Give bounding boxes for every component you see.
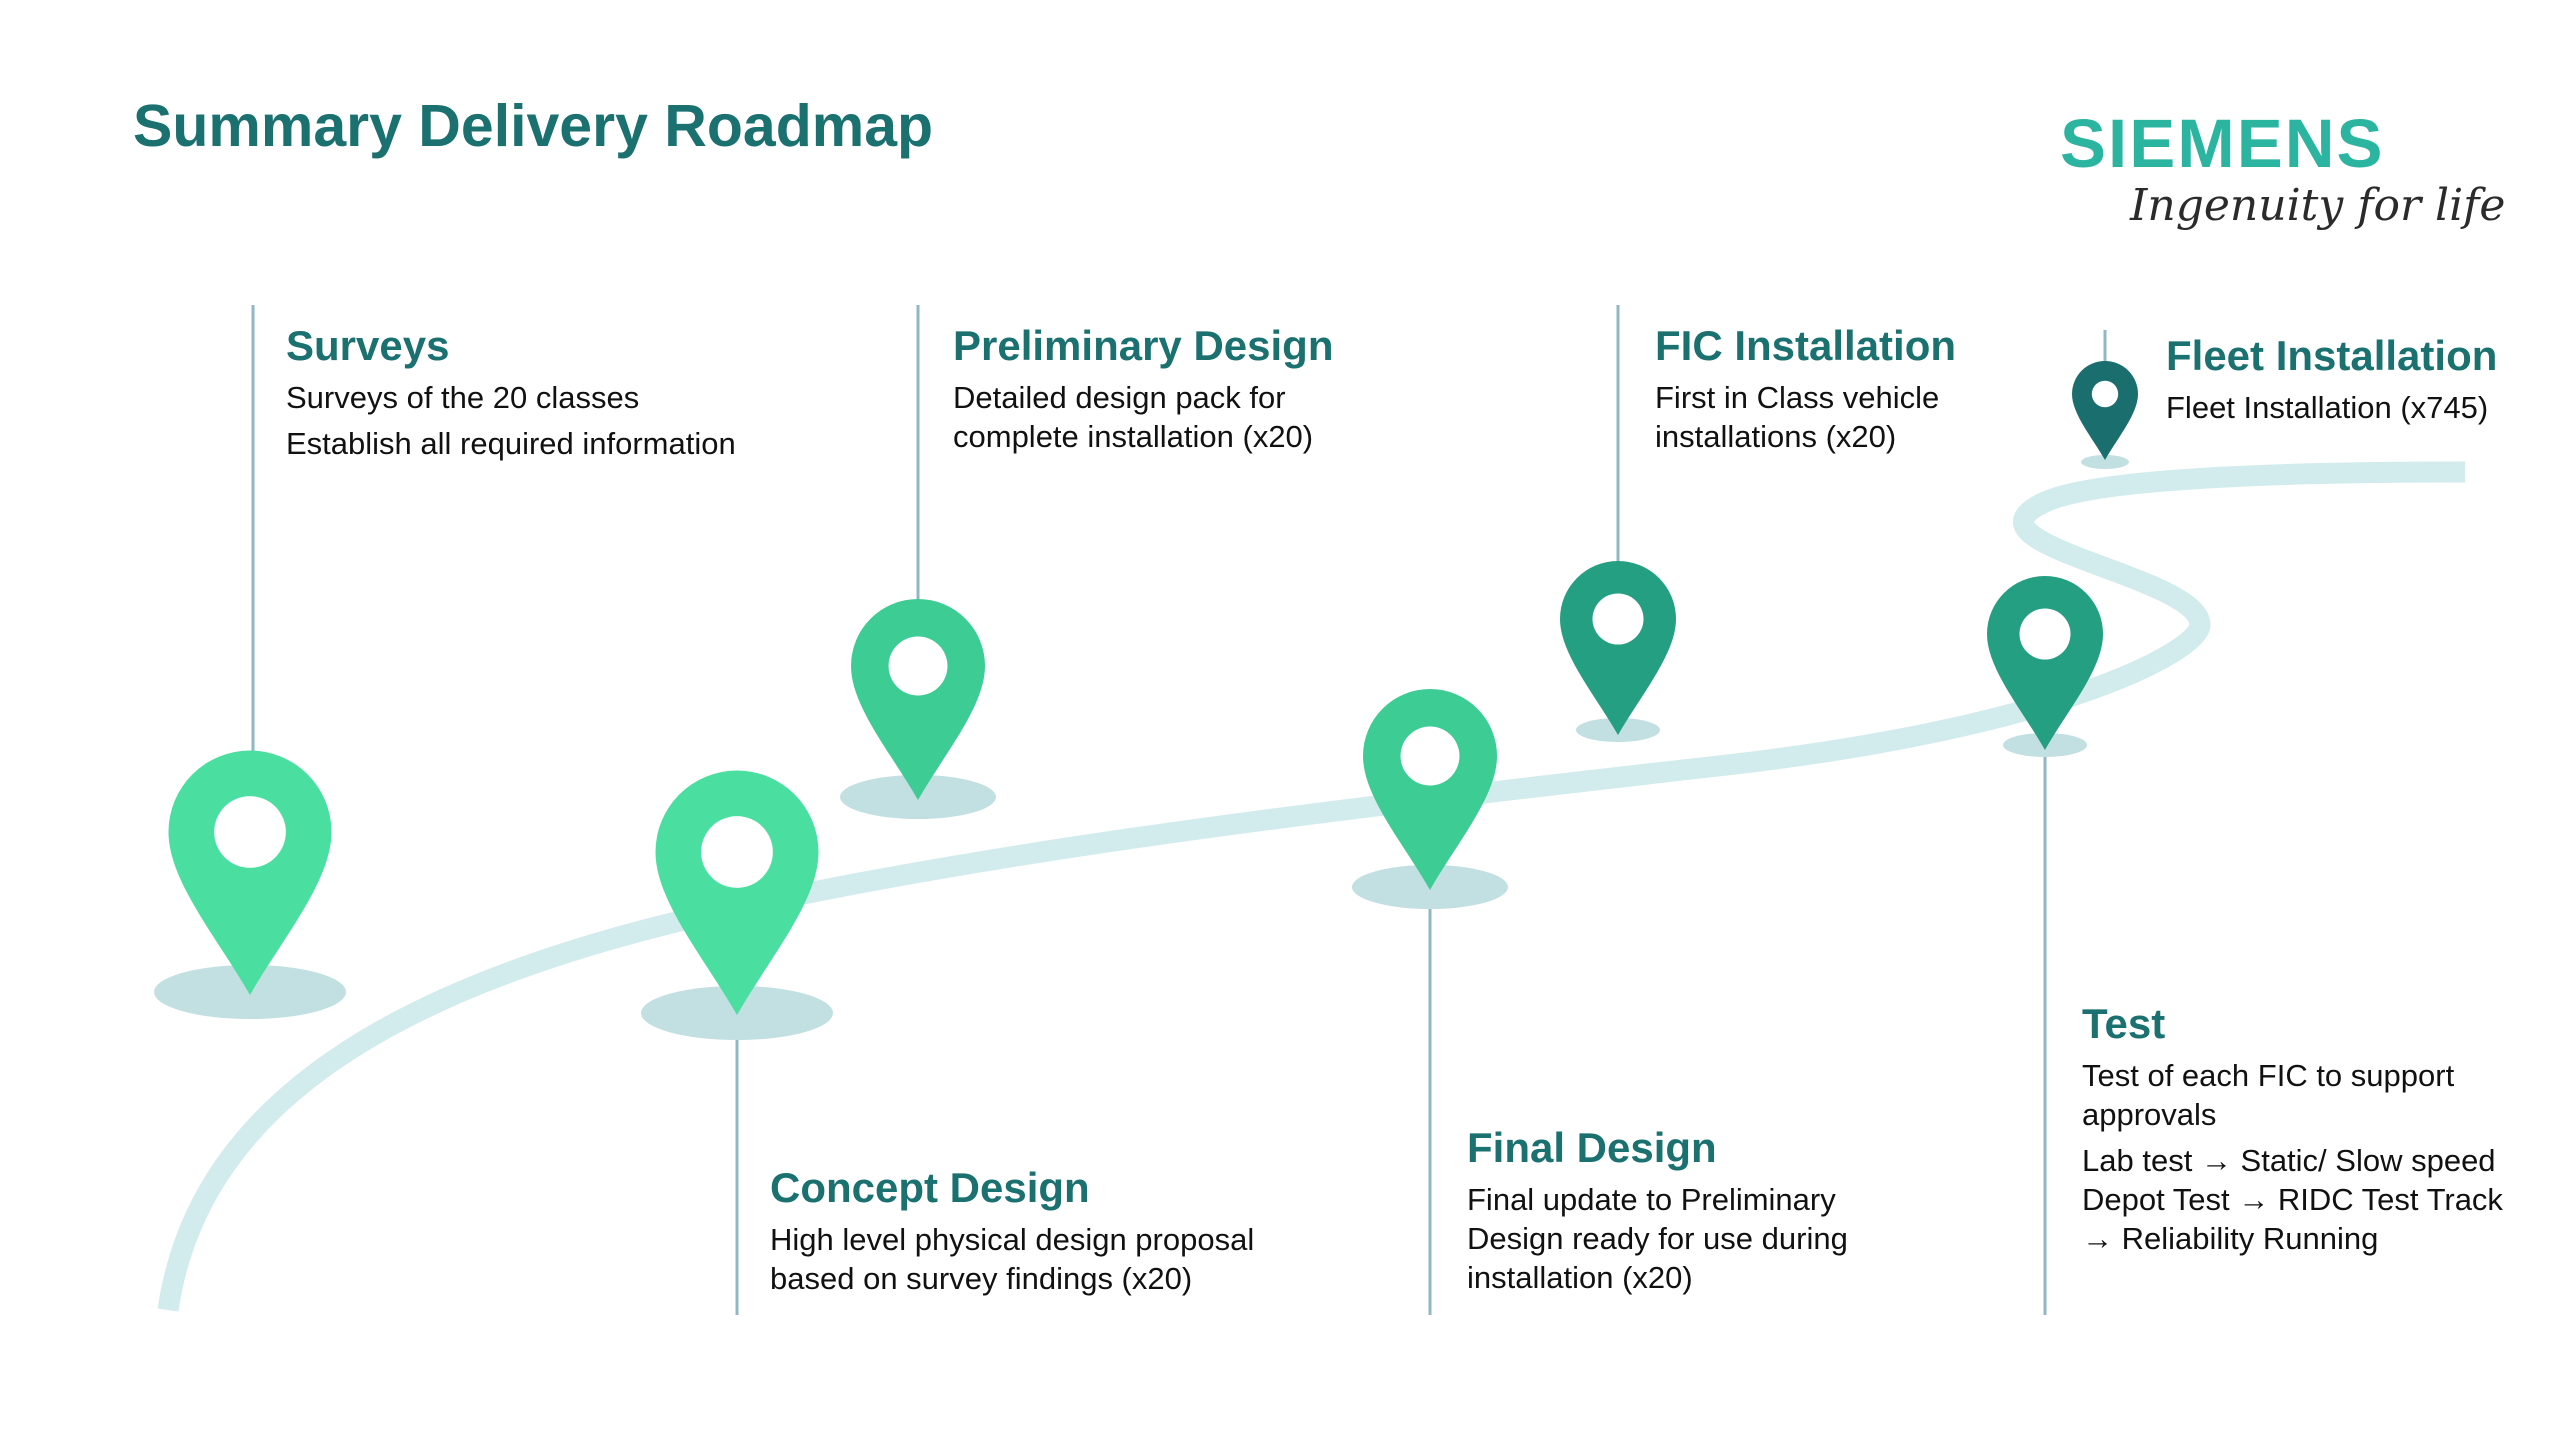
- milestone-description: Test of each FIC to support approvals: [2082, 1058, 2455, 1132]
- milestone-description: Lab test → Static/ Slow speed Depot Test…: [2082, 1143, 2503, 1256]
- milestone-description: Fleet Installation (x745): [2166, 390, 2489, 425]
- milestone-title: Preliminary Design: [953, 322, 1334, 369]
- milestone-surveys: Surveys Surveys of the 20 classes Establ…: [286, 322, 846, 463]
- milestone-description: Surveys of the 20 classes: [286, 380, 640, 415]
- milestone-title: Concept Design: [770, 1164, 1090, 1211]
- milestone-description: High level physical design proposal base…: [770, 1222, 1255, 1296]
- location-pin-icon-concept-design: [655, 770, 819, 1015]
- milestone-fleet-installation: Fleet Installation Fleet Installation (x…: [2166, 332, 2546, 427]
- milestone-title: Test: [2082, 1000, 2166, 1047]
- milestone-description: Final update to Preliminary Design ready…: [1467, 1182, 1848, 1295]
- milestone-description: First in Class vehicle installations (x2…: [1655, 380, 1940, 454]
- road-path: [157, 461, 2466, 1312]
- milestone-description: Establish all required information: [286, 426, 736, 461]
- milestone-title: FIC Installation: [1655, 322, 1957, 369]
- page-title: Summary Delivery Roadmap: [133, 93, 934, 159]
- milestone-final-design: Final Design Final update to Preliminary…: [1467, 1124, 1907, 1297]
- location-pin-icon-surveys: [168, 750, 332, 995]
- milestone-concept-design: Concept Design High level physical desig…: [770, 1164, 1330, 1298]
- milestone-preliminary-design: Preliminary Design Detailed design pack …: [953, 322, 1393, 456]
- location-pin-icon-fic-installation: [1560, 561, 1676, 735]
- milestone-title: Surveys: [286, 322, 450, 369]
- milestone-description: Detailed design pack for complete instal…: [953, 380, 1314, 454]
- location-pin-icon-fleet-installation: [2072, 361, 2138, 460]
- logo-brand: SIEMENS: [2060, 105, 2385, 182]
- location-pin-icon-final-design: [1363, 689, 1497, 890]
- milestone-test: Test Test of each FIC to support approva…: [2082, 1000, 2522, 1258]
- logo-tagline: Ingenuity for life: [2130, 180, 2506, 231]
- milestone-title: Fleet Installation: [2166, 332, 2498, 379]
- milestone-fic-installation: FIC Installation First in Class vehicle …: [1655, 322, 2035, 456]
- milestone-title: Final Design: [1467, 1124, 1717, 1171]
- pin-shadow-fleet-installation: [2081, 455, 2129, 469]
- location-pin-icon-preliminary-design: [851, 599, 985, 800]
- location-pin-icon-test: [1987, 576, 2103, 750]
